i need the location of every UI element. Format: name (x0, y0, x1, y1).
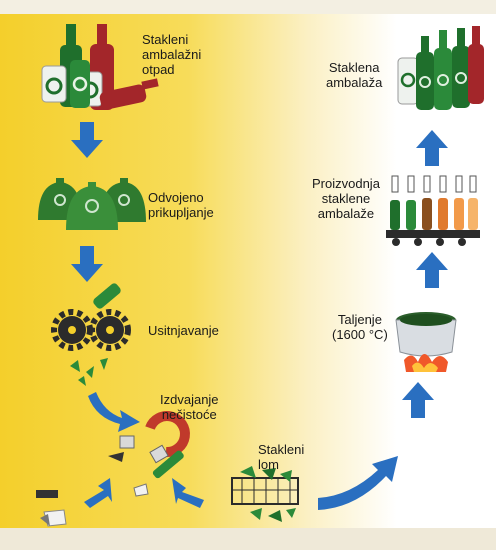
waste-bottles-icon (41, 24, 159, 110)
finished-bottles-icon (397, 26, 484, 110)
cullet-grid-icon (231, 466, 299, 522)
label-melting: Taljenje (1600 °C) (332, 312, 388, 342)
collection-containers-icon (38, 178, 146, 230)
impurities-icon (36, 490, 67, 527)
arrow-down-icon (71, 246, 103, 282)
arrow-up-icon (416, 252, 448, 288)
arrow-down-icon (71, 122, 103, 158)
arrow-curve-up-icon (318, 456, 398, 510)
label-waste: Stakleni ambalažni otpad (142, 32, 202, 77)
label-impurities: Izdvajanje nečistoće (160, 392, 219, 422)
label-packaging: Staklena ambalaža (326, 60, 383, 90)
arrow-up-icon (416, 130, 448, 166)
production-line-icon (386, 175, 480, 246)
label-production: Proizvodnja staklene ambalaže (312, 176, 380, 221)
crushing-gears-icon (51, 283, 131, 386)
label-collection: Odvojeno prikupljanje (148, 190, 214, 220)
label-cullet: Stakleni lom (258, 442, 305, 472)
label-crushing: Usitnjavanje (148, 323, 219, 338)
arrow-down-right-icon (172, 478, 204, 508)
melting-pot-icon (395, 312, 457, 372)
arrow-up-icon (402, 382, 434, 418)
arrow-down-left-icon (84, 478, 112, 508)
arrow-curve-icon (88, 392, 140, 432)
magnet-icon (108, 411, 190, 497)
